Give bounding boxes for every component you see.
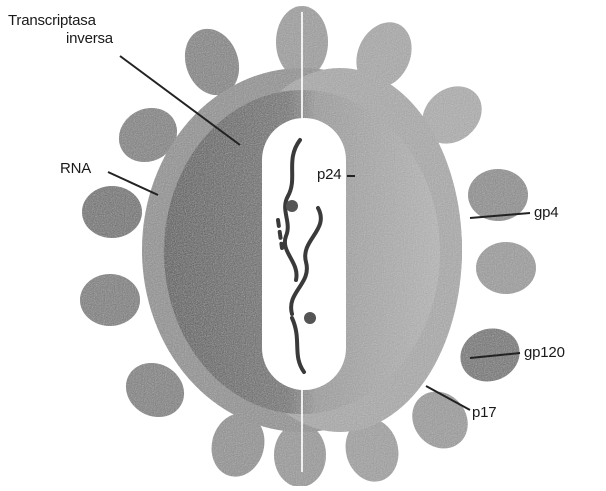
label-transcriptasa-inversa-line2: inversa (66, 30, 113, 47)
label-p24: p24 (317, 166, 341, 183)
label-gp41: gp4 (534, 204, 558, 221)
label-transcriptasa-inversa-line1: Transcriptasa (8, 12, 96, 29)
label-rna: RNA (60, 160, 91, 177)
label-gp120: gp120 (524, 344, 565, 361)
reverse-transcriptase-enzyme (286, 200, 298, 212)
reverse-transcriptase-enzyme (304, 312, 316, 324)
label-p17: p17 (472, 404, 496, 421)
